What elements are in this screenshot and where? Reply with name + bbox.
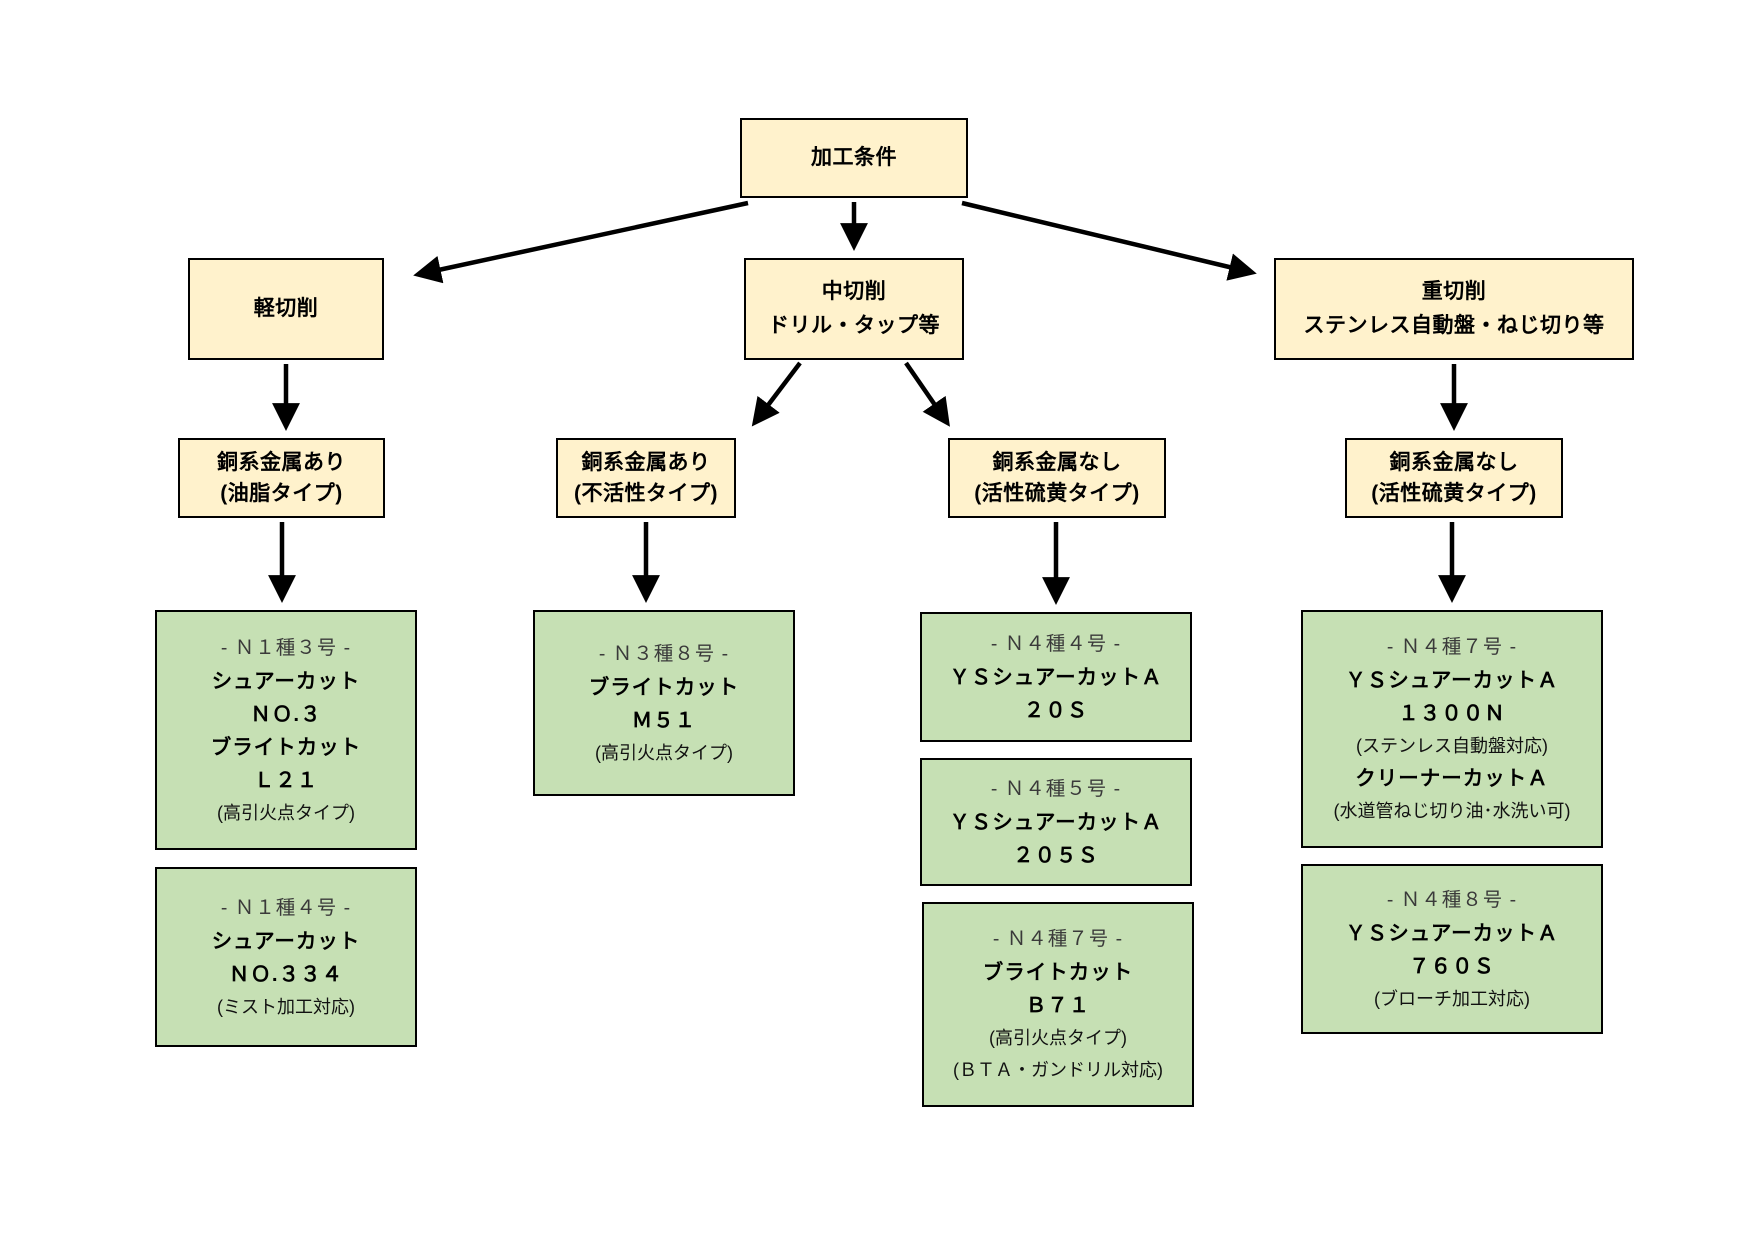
node-label: 銅系金属なし: [1389, 451, 1519, 474]
product-note: (ブローチ加工対応): [1374, 988, 1530, 1009]
product-note: (高引火点タイプ): [595, 742, 733, 763]
node-label: 重切削: [1421, 280, 1487, 303]
product-name: ＹＳシュアーカットＡ: [1345, 669, 1559, 692]
node-product-n4-5: - Ｎ４種５号 - ＹＳシュアーカットＡ ２０５Ｓ: [920, 758, 1192, 886]
grade-label: - Ｎ４種８号 -: [1386, 888, 1518, 911]
grade-label: - Ｎ３種８号 -: [598, 642, 730, 665]
node-label: 中切削: [821, 280, 887, 303]
node-copper-yes-inactive-type: 銅系金属あり (不活性タイプ): [556, 438, 736, 518]
product-name: ２０Ｓ: [1023, 698, 1089, 722]
product-note: (ステンレス自動盤対応): [1356, 736, 1548, 756]
grade-label: - Ｎ１種３号 -: [220, 636, 352, 659]
product-name: ２０５Ｓ: [1013, 843, 1099, 867]
node-copper-no-active-sulfur-heavy: 銅系金属なし (活性硫黄タイプ): [1345, 438, 1563, 518]
product-name: ＹＳシュアーカットＡ: [1345, 921, 1559, 945]
product-name: ＹＳシュアーカットＡ: [949, 665, 1163, 689]
node-copper-yes-oil-type: 銅系金属あり (油脂タイプ): [178, 438, 385, 518]
product-note: (高引火点タイプ): [217, 802, 355, 823]
node-label: 銅系金属なし: [992, 451, 1122, 474]
node-sublabel: (油脂タイプ): [220, 482, 343, 505]
node-label: 軽切削: [253, 297, 319, 320]
product-name: ７６０Ｓ: [1409, 954, 1495, 978]
product-name: ブライトカット: [210, 735, 362, 759]
node-sublabel: (活性硫黄タイプ): [1371, 482, 1537, 505]
product-name: クリーナーカットＡ: [1355, 767, 1549, 790]
product-name: シュアーカット: [211, 669, 361, 693]
node-product-n3-8: - Ｎ３種８号 - ブライトカット Ｍ５１ (高引火点タイプ): [533, 610, 795, 796]
node-sublabel: (活性硫黄タイプ): [974, 482, 1140, 505]
product-note: (高引火点タイプ): [989, 1028, 1127, 1048]
node-product-n4-4: - Ｎ４種４号 - ＹＳシュアーカットＡ ２０Ｓ: [920, 612, 1192, 742]
node-label: 銅系金属あり: [581, 451, 711, 474]
node-product-n4-7-yssurecut: - Ｎ４種７号 - ＹＳシュアーカットＡ １３００Ｎ (ステンレス自動盤対応) …: [1301, 610, 1603, 848]
node-heavy-cutting: 重切削 ステンレス自動盤・ねじ切り等: [1274, 258, 1634, 360]
node-label: 加工条件: [811, 146, 897, 169]
grade-label: - Ｎ４種５号 -: [990, 777, 1122, 800]
product-name: ＹＳシュアーカットＡ: [949, 810, 1163, 834]
node-copper-no-active-sulfur-mid: 銅系金属なし (活性硫黄タイプ): [948, 438, 1166, 518]
grade-label: - Ｎ４種４号 -: [990, 632, 1122, 655]
grade-label: - Ｎ１種４号 -: [220, 896, 352, 919]
product-name: Ｂ７１: [1025, 994, 1091, 1017]
arrow-root-to-light: [413, 200, 749, 284]
product-name: ブライトカット: [982, 961, 1134, 984]
product-name: ＮＯ.３: [250, 702, 322, 726]
node-processing-conditions: 加工条件: [740, 118, 968, 198]
arrow-medium-to-c3: [904, 361, 950, 427]
node-label: 銅系金属あり: [217, 451, 346, 474]
node-light-cutting: 軽切削: [188, 258, 384, 360]
product-name: ブライトカット: [588, 675, 740, 699]
grade-label: - Ｎ４種７号 -: [1386, 636, 1518, 658]
node-product-n4-8: - Ｎ４種８号 - ＹＳシュアーカットＡ ７６０Ｓ (ブローチ加工対応): [1301, 864, 1603, 1034]
node-product-n1-3: - Ｎ１種３号 - シュアーカット ＮＯ.３ ブライトカット Ｌ２１ (高引火点…: [155, 610, 417, 850]
node-sublabel: ステンレス自動盤・ねじ切り等: [1303, 314, 1605, 337]
node-sublabel: ドリル・タップ等: [768, 314, 940, 337]
node-product-n4-7-brightcut: - Ｎ４種７号 - ブライトカット Ｂ７１ (高引火点タイプ) (ＢＴＡ・ガンド…: [922, 902, 1194, 1107]
product-name: Ｌ２１: [253, 768, 319, 792]
product-name: ＮＯ.３３４: [228, 962, 344, 986]
arrow-root-to-heavy: [961, 200, 1257, 281]
node-product-n1-4: - Ｎ１種４号 - シュアーカット ＮＯ.３３４ (ミスト加工対応): [155, 867, 417, 1047]
product-note: (水道管ねじ切り油･水洗い可): [1333, 801, 1571, 821]
arrow-medium-to-c2: [751, 361, 802, 427]
product-name: シュアーカット: [211, 929, 361, 953]
product-note: (ＢＴＡ・ガンドリル対応): [953, 1060, 1163, 1080]
product-name: Ｍ５１: [631, 708, 697, 732]
node-sublabel: (不活性タイプ): [574, 482, 718, 505]
product-name: １３００Ｎ: [1398, 702, 1506, 725]
grade-label: - Ｎ４種７号 -: [992, 928, 1124, 950]
product-note: (ミスト加工対応): [217, 996, 355, 1017]
node-medium-cutting: 中切削 ドリル・タップ等: [744, 258, 964, 360]
